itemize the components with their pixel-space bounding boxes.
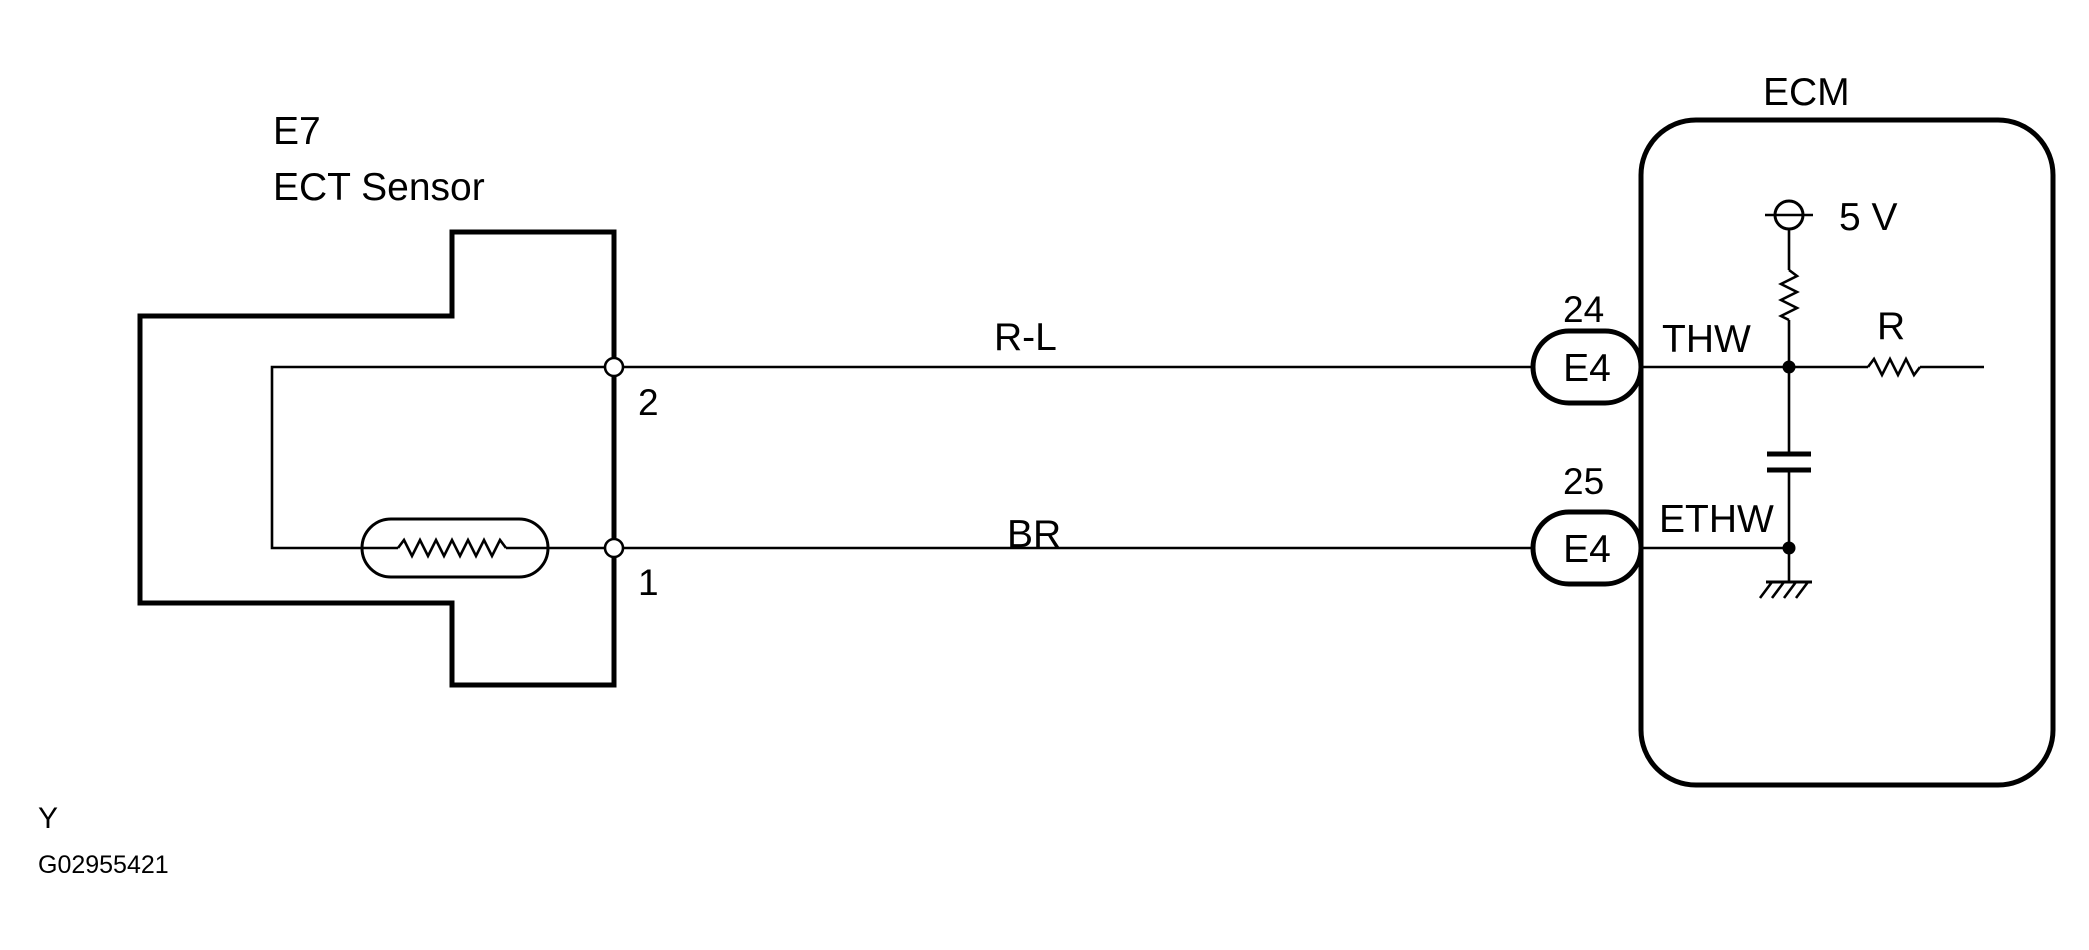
figure-code: G02955421 [38, 851, 169, 879]
connector-pin-24: 24 [1563, 289, 1604, 330]
ect-sensor-housing [137, 229, 617, 688]
ecm-title: ECM [1763, 71, 1850, 114]
supply-label: 5 V [1839, 196, 1898, 239]
connector-label-top: E4 [1563, 347, 1611, 390]
sensor-terminal-1 [603, 537, 625, 559]
thw-label: THW [1662, 318, 1751, 361]
wire-label-br: BR [1007, 513, 1061, 556]
wire-label-r-l: R-L [994, 316, 1057, 359]
ethw-label: ETHW [1659, 498, 1774, 541]
thermistor-icon [396, 537, 508, 559]
connector-pin-25: 25 [1563, 461, 1604, 502]
sensor-pin-1: 1 [638, 562, 659, 603]
connector-label-bottom: E4 [1563, 528, 1611, 571]
sensor-pin-2: 2 [638, 382, 659, 423]
sensor-name: ECT Sensor [273, 166, 485, 209]
sensor-internal-wire [270, 365, 614, 550]
sensor-code: E7 [273, 110, 321, 153]
pullup-resistor-icon [1778, 268, 1800, 322]
sensor-terminal-2 [603, 356, 625, 378]
footer-letter: Y [38, 802, 58, 835]
resistor-r-icon [1866, 356, 1922, 378]
resistor-label: R [1877, 305, 1905, 348]
ecm-box [1638, 117, 2056, 788]
